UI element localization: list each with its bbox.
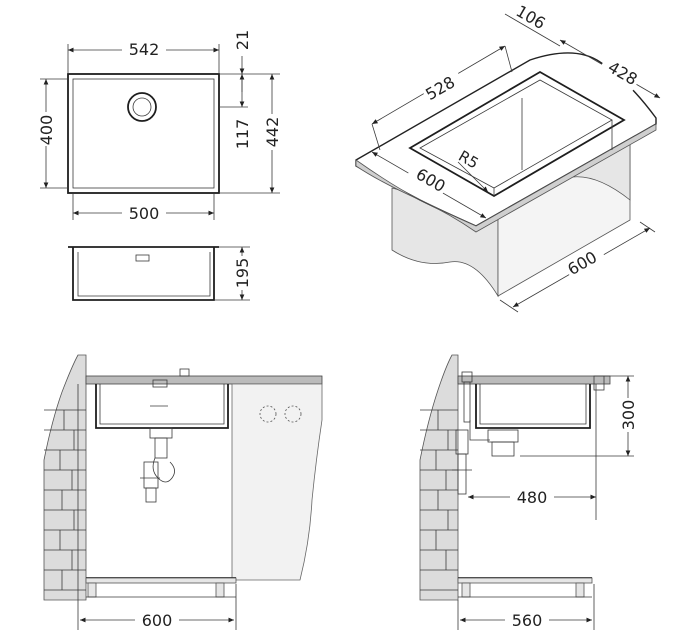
sink-outline — [67, 73, 220, 194]
brick-wall-right — [419, 354, 459, 601]
sink-bowl — [72, 78, 215, 189]
dim-106-label: 106 — [513, 1, 549, 33]
dim-500-label: 500 — [129, 204, 160, 223]
side-installation-view: 480 300 560 — [419, 354, 638, 630]
dim-195-label: 195 — [233, 258, 252, 289]
countertop-front — [85, 375, 323, 385]
siphon — [140, 427, 175, 503]
cabinet-leg — [575, 582, 585, 598]
drain-inner — [132, 97, 152, 117]
tap-hole — [284, 405, 302, 423]
side-profile-view: 195 — [68, 246, 252, 301]
dim-600-install-label: 600 — [142, 611, 173, 630]
drain-outer — [127, 92, 157, 122]
dim-300-label: 300 — [619, 400, 638, 431]
isometric-view: 528 106 428 600 R5 600 — [355, 1, 661, 313]
dim-560-label: 560 — [512, 611, 543, 630]
sink-bowl-side — [475, 384, 591, 429]
dim-542-label: 542 — [129, 40, 160, 59]
cabinet-leg — [461, 582, 471, 598]
siphon-side — [452, 371, 519, 495]
dim-400-label: 400 — [37, 115, 56, 146]
front-installation-view: 600 — [43, 354, 323, 630]
dim-117-label: 117 — [233, 119, 252, 150]
bowl-profile — [72, 247, 215, 301]
dim-480-label: 480 — [517, 488, 548, 507]
brick-wall-left — [43, 354, 87, 601]
cabinet-leg — [87, 582, 97, 598]
dim-21-label: 21 — [233, 30, 252, 50]
top-view: 542 500 400 442 117 21 — [36, 30, 282, 223]
cabinet-leg — [215, 582, 225, 598]
countertop-side — [457, 375, 611, 385]
dim-442-label: 442 — [263, 117, 282, 148]
tap-hole — [259, 405, 277, 423]
